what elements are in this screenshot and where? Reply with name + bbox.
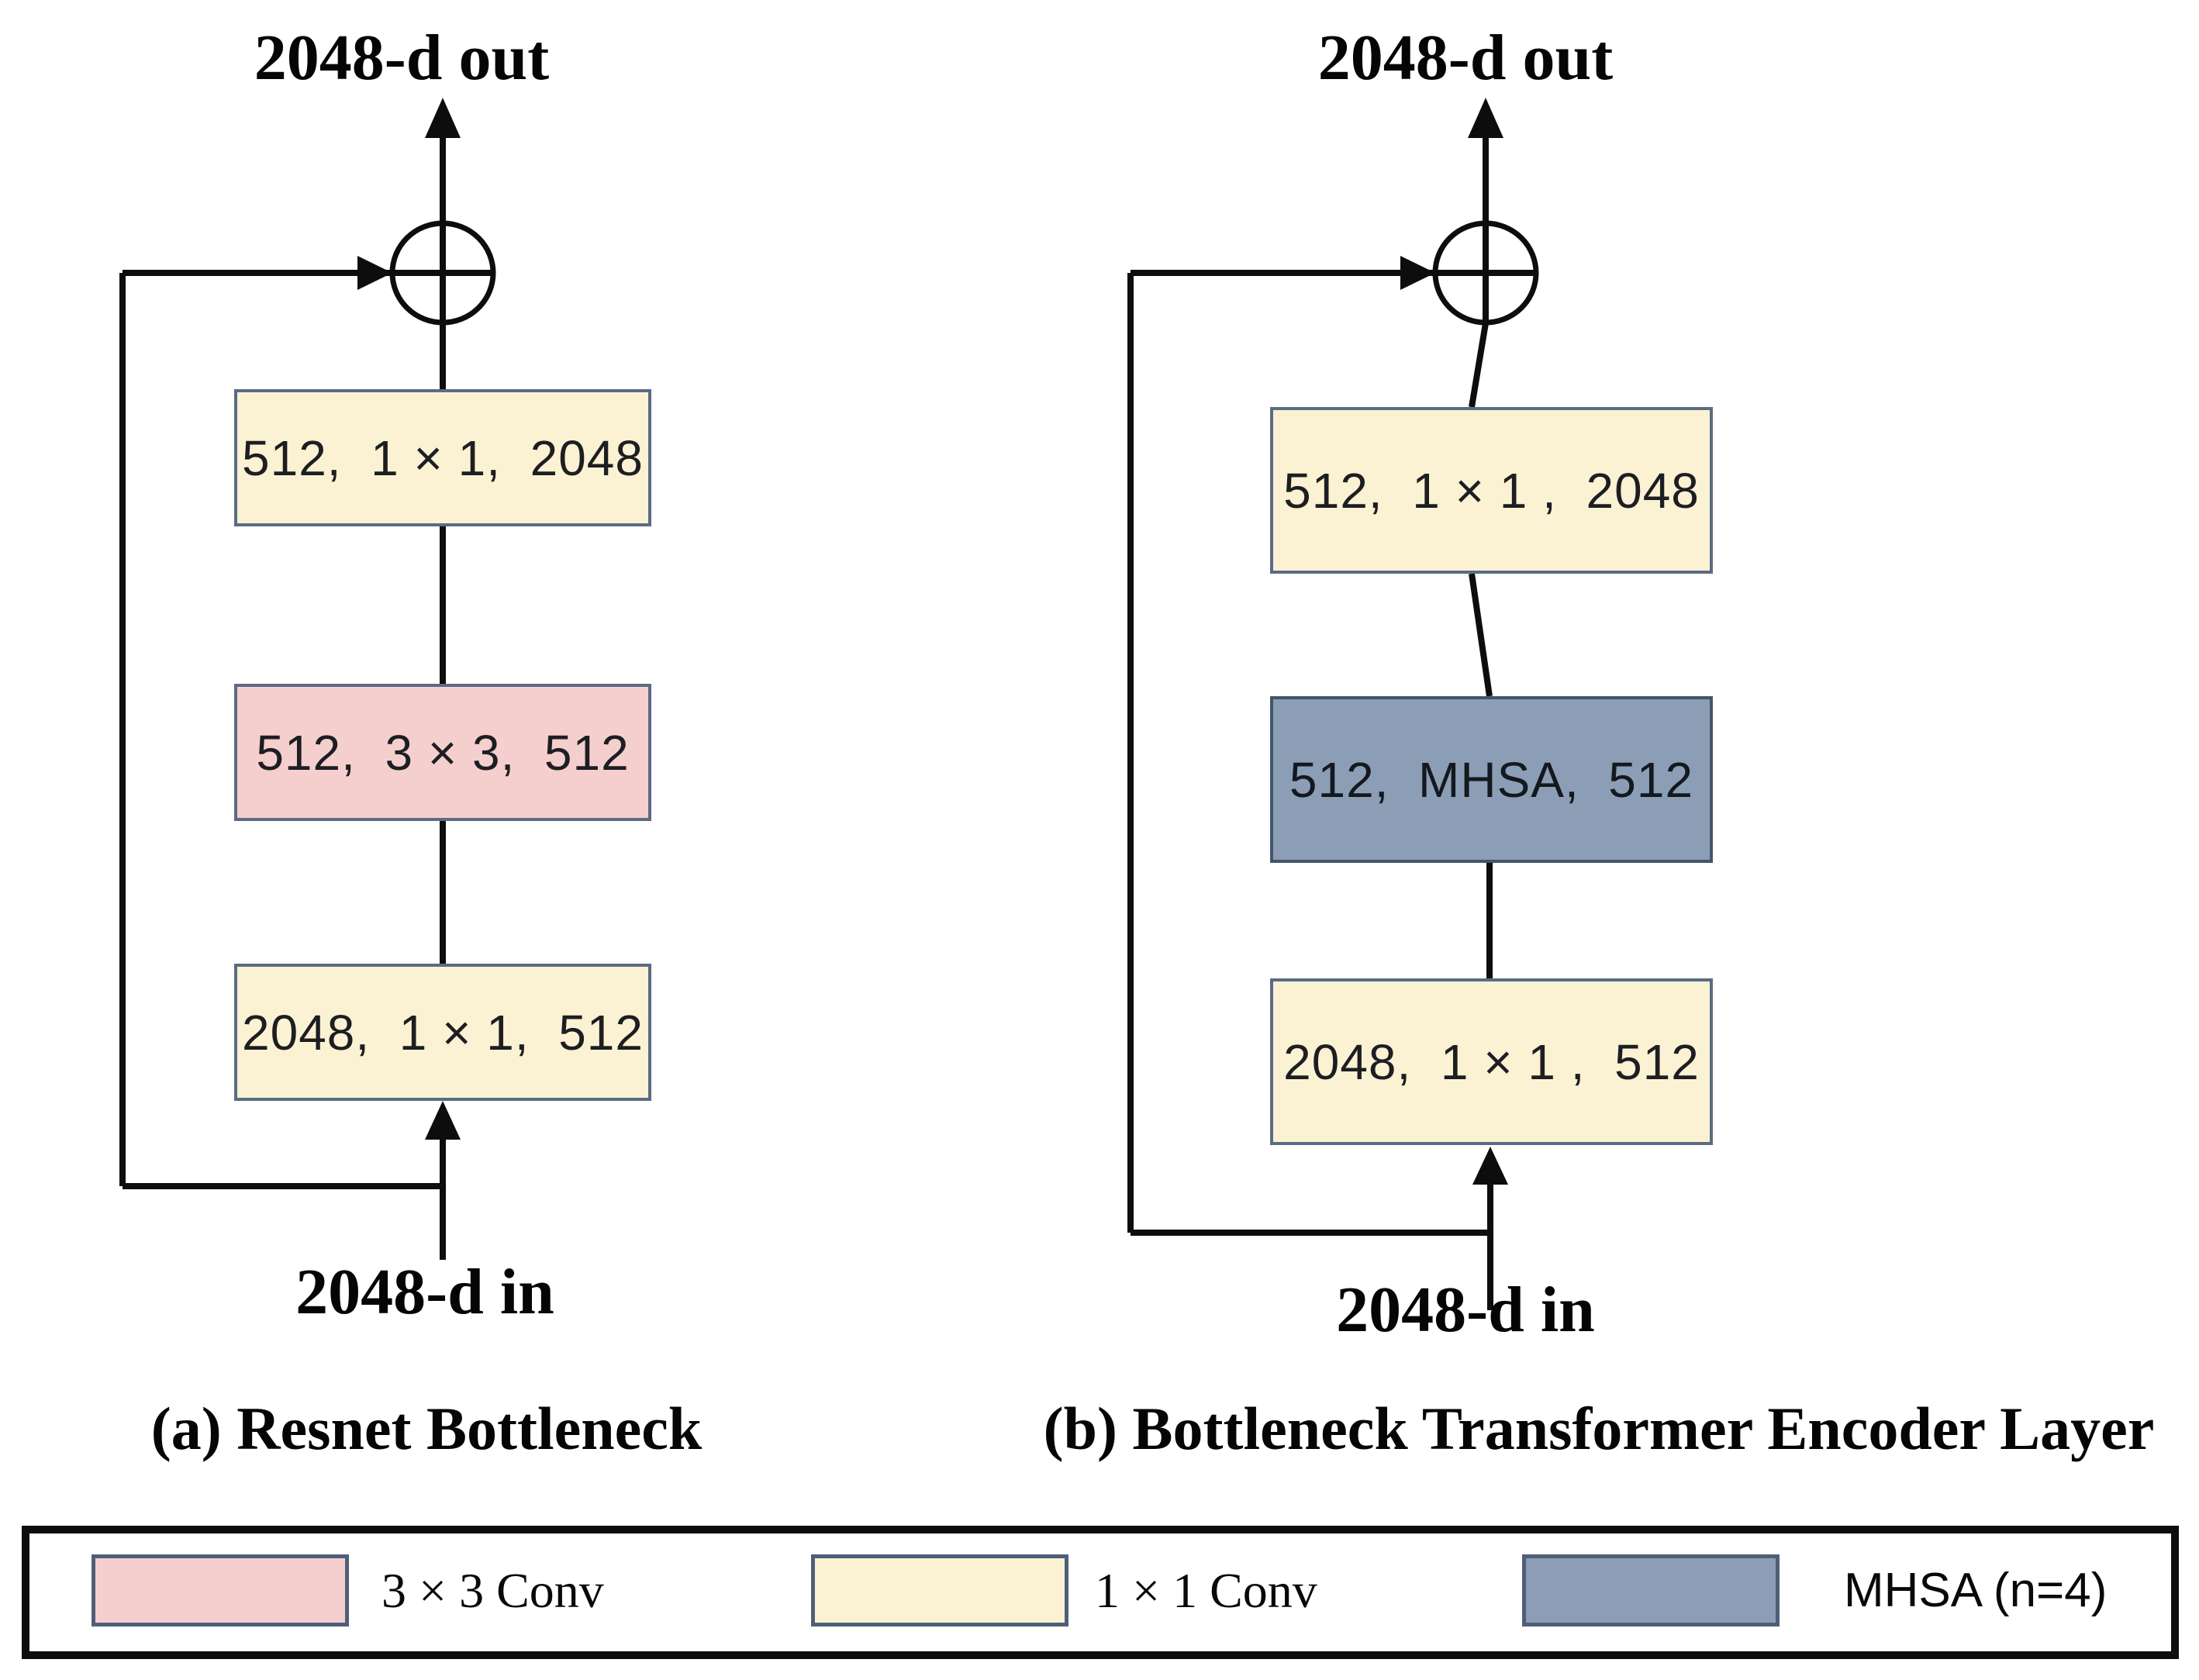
right-arrowhead-skip-a-icon (357, 256, 392, 290)
diagram-b-wires (1127, 98, 1539, 1310)
mhsa-block-b: 512, MHSA, 512 (1270, 696, 1713, 863)
conv-block-b-1x1-reduce: 2048, 1 × 1 , 512 (1270, 978, 1713, 1145)
up-arrowhead-out-a-icon (425, 98, 461, 138)
up-arrowhead-in-b-icon (1472, 1147, 1508, 1185)
elementwise-add-icon (1432, 220, 1539, 326)
legend-swatch-conv1x1 (811, 1554, 1068, 1627)
caption-b: (b) Bottleneck Transformer Encoder Layer (1043, 1395, 2155, 1462)
legend-label-conv3x3: 3 × 3 Conv (381, 1562, 604, 1618)
input-dim-label-a: 2048-d in (295, 1256, 554, 1328)
legend-swatch-mhsa (1522, 1554, 1780, 1627)
legend-label-conv1x1: 1 × 1 Conv (1095, 1562, 1317, 1618)
up-arrowhead-in-a-icon (425, 1101, 461, 1140)
up-arrowhead-out-b-icon (1468, 98, 1503, 138)
connector-b-add-box1 (1469, 323, 1489, 408)
elementwise-add-icon (389, 220, 496, 326)
legend-label-mhsa: MHSA (n=4) (1844, 1564, 2108, 1617)
output-dim-label-a: 2048-d out (254, 22, 550, 94)
conv-block-b-1x1-expand: 512, 1 × 1 , 2048 (1270, 407, 1713, 574)
connector-b-box1-box2 (1469, 573, 1493, 697)
caption-a: (a) Resnet Bottleneck (150, 1395, 703, 1462)
right-arrowhead-skip-b-icon (1400, 256, 1435, 290)
conv-block-a-3x3: 512, 3 × 3, 512 (234, 684, 651, 821)
legend (22, 1526, 2179, 1659)
conv-block-a-1x1-expand: 512, 1 × 1, 2048 (234, 389, 651, 526)
diagram-a-wires (119, 98, 496, 1260)
output-dim-label-b: 2048-d out (1317, 22, 1614, 94)
conv-block-a-1x1-reduce: 2048, 1 × 1, 512 (234, 964, 651, 1101)
input-dim-label-b: 2048-d in (1336, 1274, 1595, 1346)
legend-swatch-conv3x3 (91, 1554, 349, 1627)
